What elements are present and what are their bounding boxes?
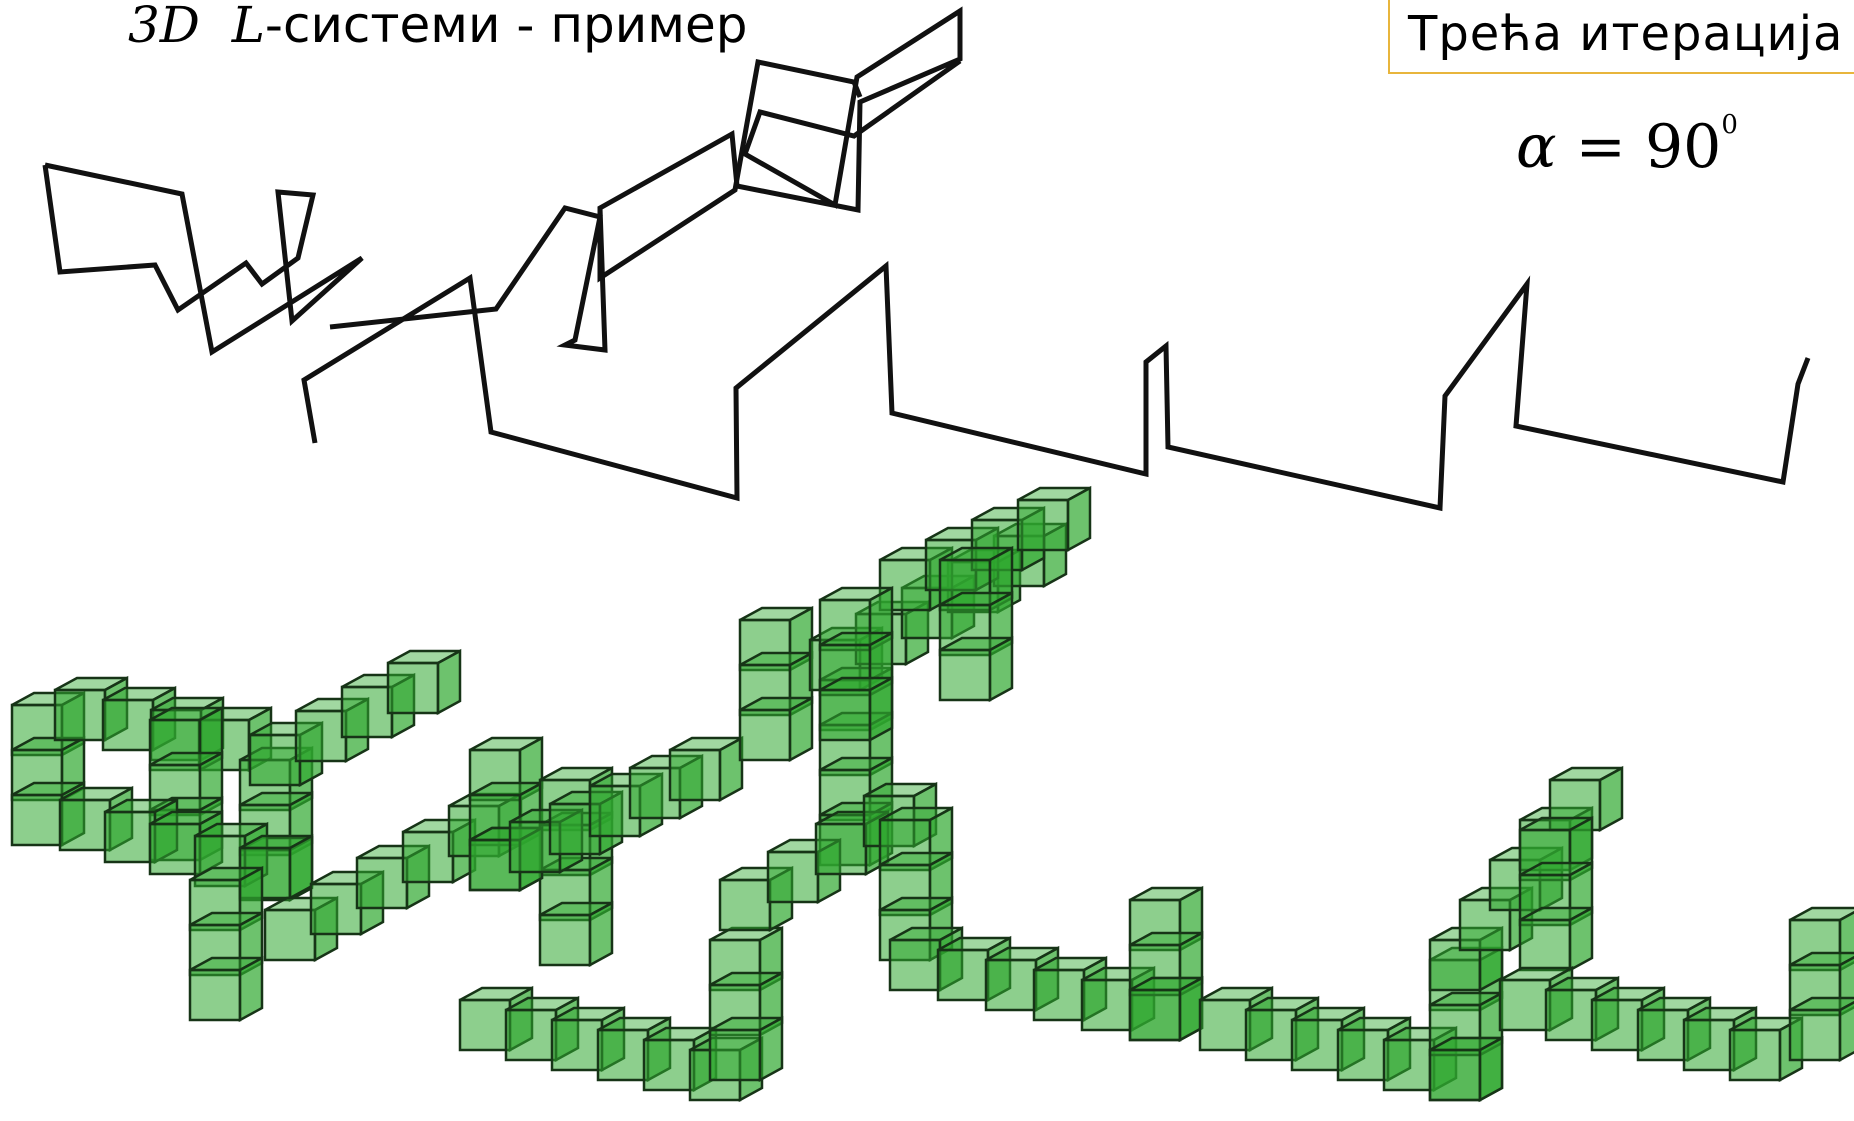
cube-face — [596, 1028, 650, 1082]
cube-face — [708, 1028, 762, 1082]
cube-face — [1518, 918, 1572, 972]
cube-face — [938, 648, 992, 702]
cube-face — [818, 688, 872, 742]
formula-operator: = — [1575, 112, 1626, 182]
cube-face — [1568, 905, 1594, 973]
cube-face — [1336, 1028, 1390, 1082]
cube-face — [758, 1015, 784, 1083]
cube-face — [888, 938, 942, 992]
cube-face — [868, 675, 894, 743]
cube-face — [10, 793, 64, 847]
cube-face — [1428, 1048, 1482, 1102]
cube-face — [984, 958, 1038, 1012]
cube-face — [538, 913, 592, 967]
cube-face — [1016, 498, 1070, 552]
cube-face — [1636, 1008, 1690, 1062]
cube-face — [1788, 1008, 1842, 1062]
cube-face — [355, 856, 409, 910]
cube-face — [550, 1018, 604, 1072]
cube-face — [1032, 968, 1086, 1022]
cube-face — [1382, 1038, 1436, 1092]
cube-face — [1244, 1008, 1298, 1062]
cube-face — [1478, 1035, 1504, 1103]
cube-face — [1178, 975, 1204, 1043]
cube-face — [1544, 988, 1598, 1042]
formula-value: 90 — [1644, 112, 1722, 182]
cube-face — [263, 908, 317, 962]
lsystem-path-segment-2 — [301, 260, 1811, 512]
lsystem-path-segment-4 — [597, 59, 863, 283]
cube-face — [1290, 1018, 1344, 1072]
cube-face — [814, 822, 868, 876]
cube-face — [1728, 1028, 1782, 1082]
cube-face — [436, 648, 462, 716]
title-letter: L — [231, 0, 265, 54]
cube-face — [1080, 978, 1134, 1032]
lsystem-path-segment-3 — [329, 6, 963, 353]
slide-title: 3D L-системи - пример — [128, 0, 748, 53]
cube-face — [103, 810, 157, 864]
angle-formula: α = 900 — [1516, 110, 1738, 182]
cube-face — [58, 798, 112, 852]
cube-face — [1066, 485, 1092, 553]
cube-face — [188, 968, 242, 1022]
cube-face — [1682, 1018, 1736, 1072]
cube-face — [288, 833, 314, 901]
cube-face — [1128, 988, 1182, 1042]
formula-symbol: α — [1516, 112, 1557, 182]
cube-face — [1838, 1000, 1854, 1063]
cube-face — [1789, 996, 1854, 1012]
cube-face — [401, 830, 455, 884]
title-rest: -системи - пример — [264, 0, 748, 54]
lsystem-path — [42, 162, 364, 357]
cube-face — [936, 948, 990, 1002]
cube-face — [53, 688, 107, 742]
cube-face — [458, 998, 512, 1052]
iteration-label-box: Трећа итерација — [1388, 0, 1854, 74]
cube-structure — [10, 485, 1854, 1103]
cube-face — [1598, 765, 1624, 833]
formula-superscript: 0 — [1721, 110, 1738, 140]
cube-face — [1789, 906, 1854, 922]
cube-face — [340, 685, 394, 739]
cube-face — [309, 882, 363, 936]
cube-face — [642, 1038, 696, 1092]
cube-face — [101, 698, 155, 752]
iteration-label: Трећа итерација — [1408, 6, 1844, 62]
cube-face — [988, 635, 1014, 703]
cube-face — [294, 709, 348, 763]
cube-face — [386, 661, 440, 715]
cube-face — [1590, 998, 1644, 1052]
cube-face — [1789, 951, 1854, 967]
cube-face — [788, 695, 814, 763]
cube-face — [1498, 978, 1552, 1032]
cube-face — [766, 850, 820, 904]
title-prefix: 3D — [128, 0, 200, 54]
cube-face — [718, 735, 744, 803]
cube-face — [248, 733, 302, 787]
cube-face — [1198, 998, 1252, 1052]
cube-face — [738, 708, 792, 762]
cube-face — [668, 748, 722, 802]
cube-face — [148, 822, 202, 876]
cube-face — [588, 900, 614, 968]
cube-face — [238, 955, 264, 1023]
cube-face — [718, 878, 772, 932]
cube-face — [504, 1008, 558, 1062]
